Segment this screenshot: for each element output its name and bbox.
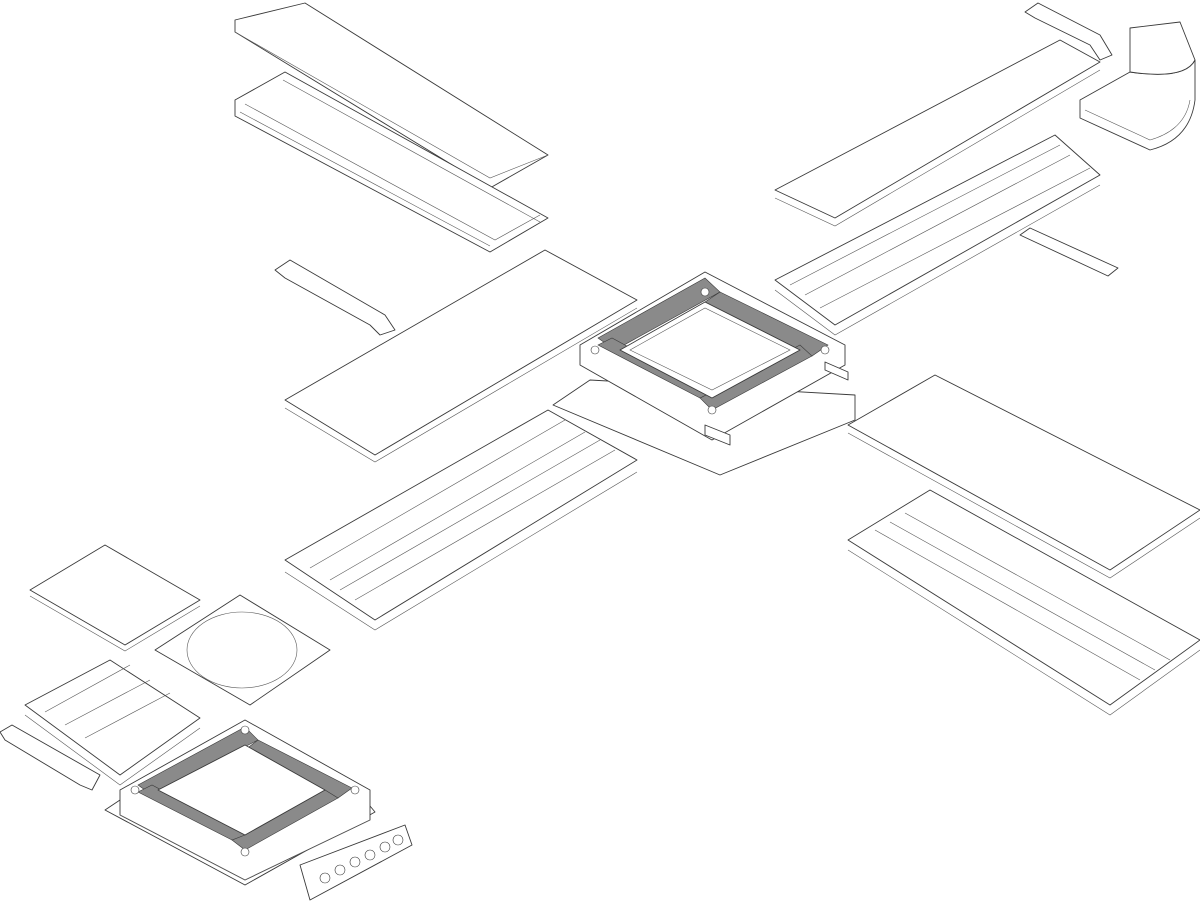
trough-lower-left bbox=[284, 409, 638, 631]
plate-with-circle bbox=[154, 594, 331, 706]
cover-right bbox=[847, 374, 1200, 579]
junction-box-small bbox=[104, 719, 376, 886]
cover-top-right bbox=[774, 39, 1101, 227]
junction-box-center bbox=[552, 271, 856, 476]
cover-middle-left bbox=[284, 249, 638, 463]
bracket-top-right bbox=[1024, 2, 1113, 61]
bracket-left bbox=[274, 259, 396, 336]
strip-right bbox=[1019, 227, 1119, 277]
strip-small bbox=[0, 724, 101, 791]
cover-small bbox=[29, 544, 201, 652]
trough-right bbox=[847, 489, 1200, 716]
cover-top-left bbox=[234, 2, 549, 189]
trough-small bbox=[24, 659, 201, 786]
trough-top-left bbox=[234, 71, 549, 253]
trough-top-right bbox=[774, 134, 1101, 336]
connector-strip bbox=[299, 824, 413, 901]
elbow-top-right bbox=[1079, 21, 1196, 151]
